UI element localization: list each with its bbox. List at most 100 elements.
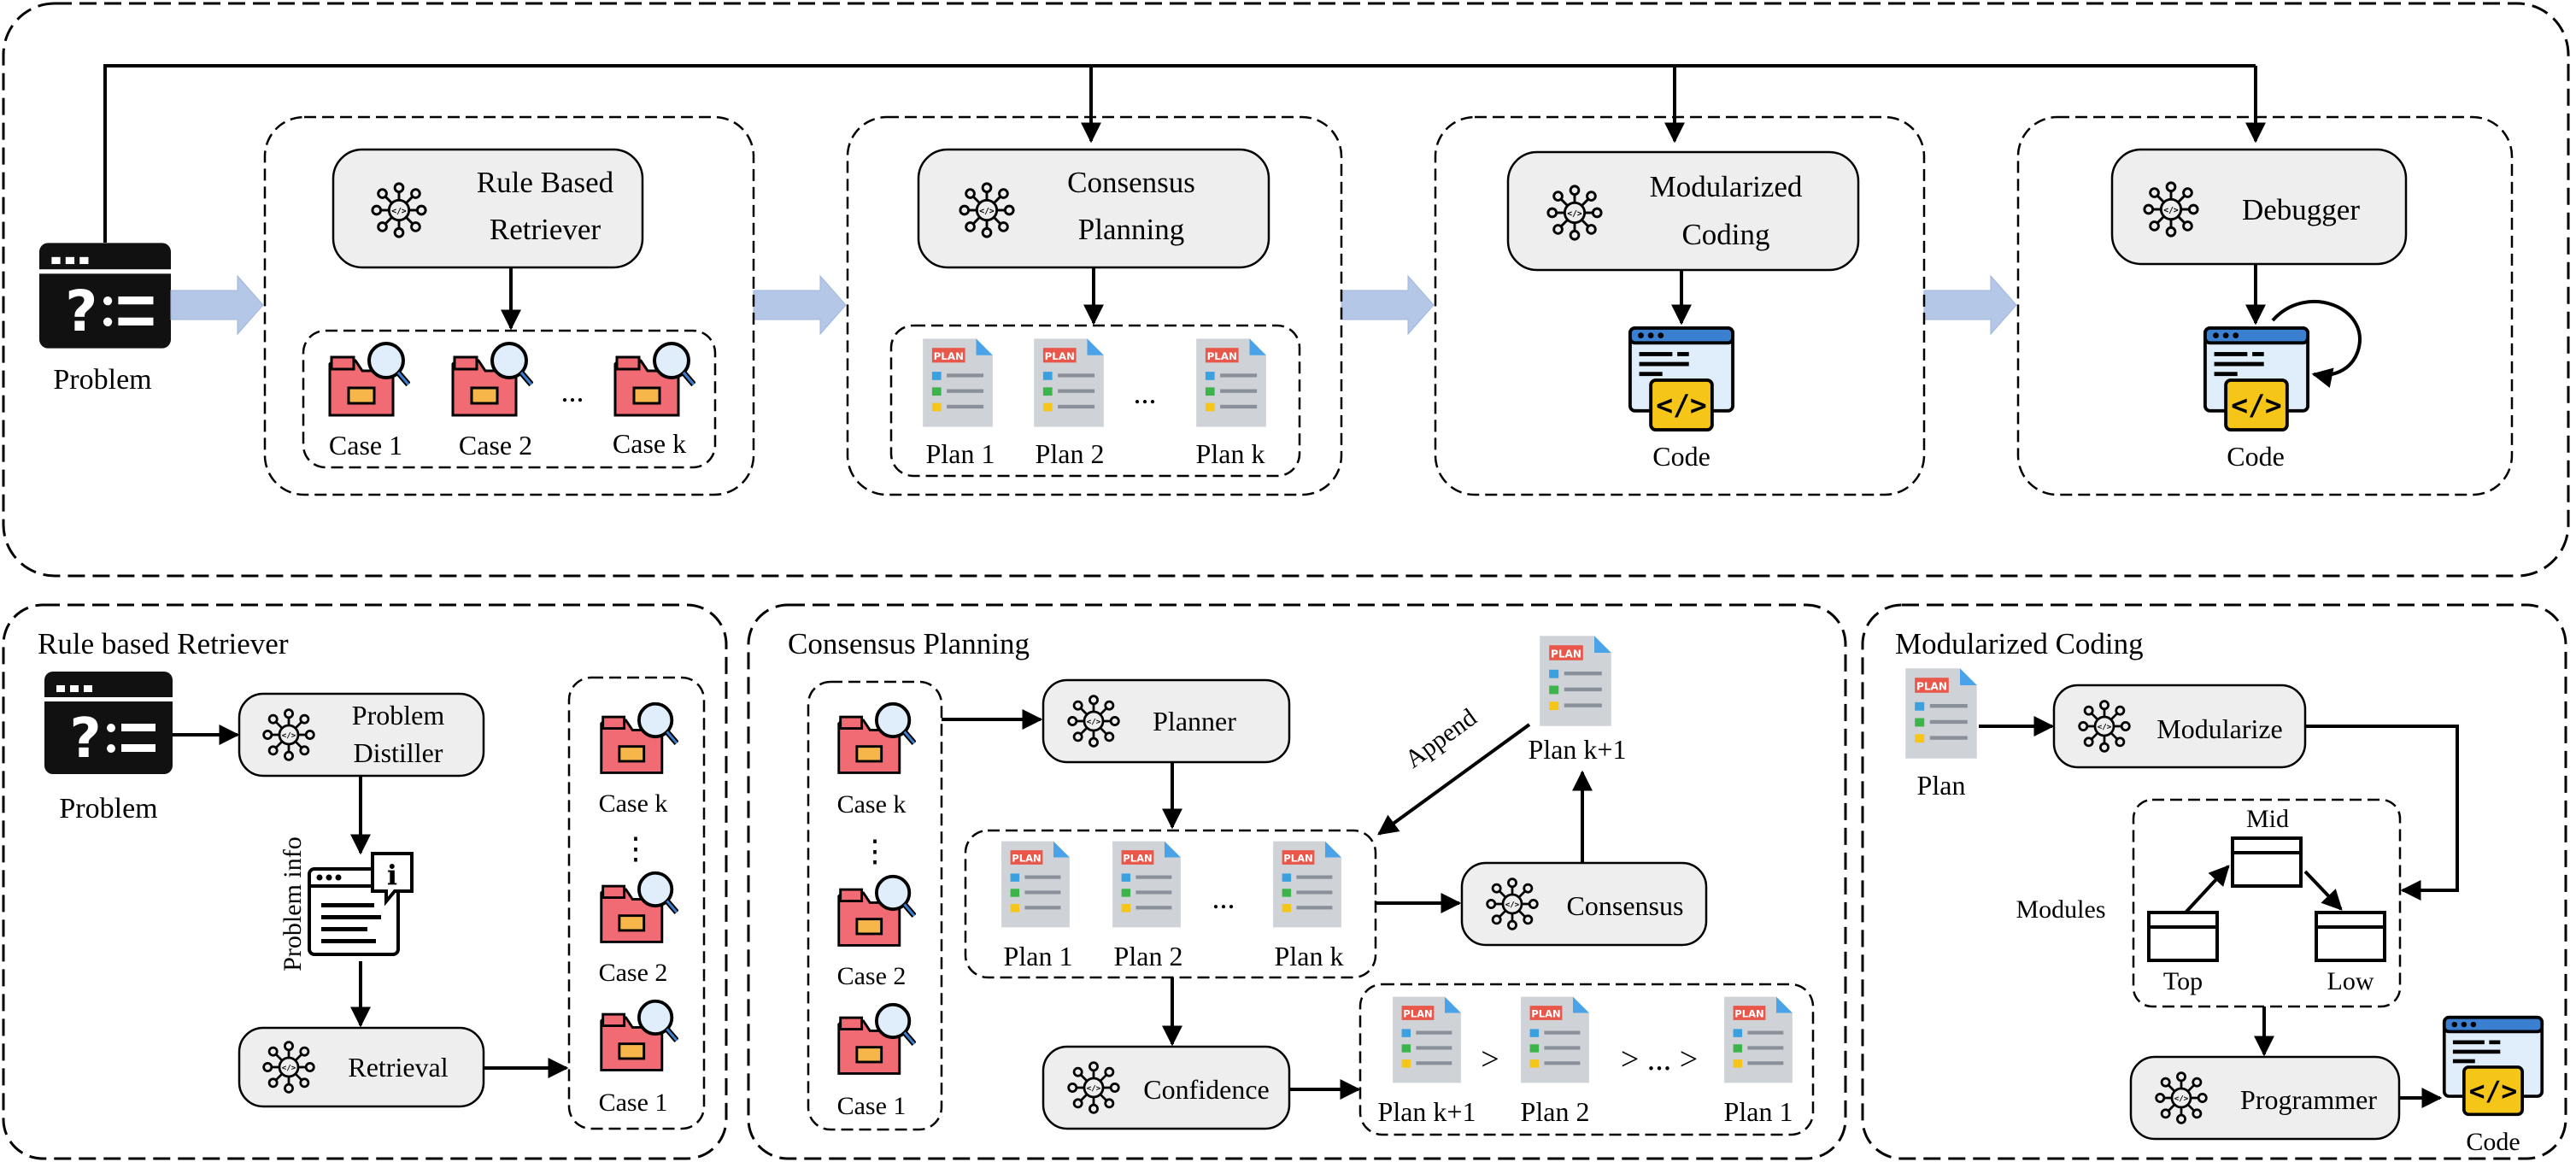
planner-node — [1042, 678, 1291, 764]
flow-arrow-3 — [1341, 274, 1435, 336]
plan-doc-icon — [1724, 996, 1793, 1083]
programmer-title: Programmer — [2240, 1084, 2377, 1115]
vdots: ⋮ — [620, 831, 651, 866]
low-label: Low — [2327, 967, 2374, 995]
debug-code-label: Code — [2227, 441, 2285, 472]
case-label: Case 1 — [329, 430, 402, 461]
coding-title-line1: Modularized — [1650, 170, 1803, 203]
stage-retriever-frame — [263, 115, 755, 496]
case-folder-icon — [839, 704, 914, 773]
code-label: Code — [2466, 1128, 2520, 1156]
problem-icon — [39, 243, 171, 349]
case-folder-icon — [601, 873, 677, 942]
modules-group — [2132, 798, 2402, 1008]
coding-panel-title: Modularized Coding — [1895, 627, 2144, 660]
code-icon — [2442, 1015, 2544, 1117]
ellipsis: ... — [1134, 376, 1157, 410]
append-label: Append — [1399, 703, 1482, 774]
append-arrow — [1377, 723, 1531, 836]
ranked-plan-label: Plan 1 — [1724, 1096, 1793, 1127]
retriever-detail-panel: Rule based Retriever Problem Problem Dis… — [2, 603, 728, 1160]
flow-arrow-4 — [1923, 274, 2017, 336]
planner-title: Planner — [1153, 706, 1236, 737]
modularize-title: Modularize — [2156, 713, 2283, 744]
case-label: Case 1 — [837, 1092, 907, 1120]
planning-title-line2: Planning — [1078, 213, 1184, 246]
problem-icon — [44, 672, 173, 774]
case-folder-icon — [615, 343, 694, 415]
new-plan-label: Plan k+1 — [1529, 734, 1627, 765]
gt-ellipsis-symbol: > ... > — [1621, 1042, 1698, 1077]
retriever-node — [332, 148, 644, 269]
coding-detail-panel: Modularized Coding Plan Modularize Modul… — [1861, 603, 2567, 1160]
planning-title-line1: Consensus — [1067, 166, 1195, 199]
problem-info-label: Problem info — [279, 836, 307, 971]
modularize-to-modules-arrow — [2305, 725, 2459, 901]
ellipsis: ... — [561, 374, 584, 408]
stage-coding: Modularized Coding Code — [1434, 115, 1926, 496]
plan-label: Plan k — [1275, 941, 1344, 971]
plan-doc-icon — [1905, 668, 1977, 759]
stage-retriever: Rule Based Retriever Case 1 Case 2 ... C… — [263, 115, 755, 496]
top-label: Top — [2163, 967, 2203, 995]
plan-doc-icon — [1112, 841, 1181, 928]
plan-label: Plan 1 — [1004, 941, 1073, 971]
debugger-title: Debugger — [2242, 193, 2360, 226]
top-module — [2147, 911, 2219, 962]
case-folder-icon — [330, 343, 408, 415]
ranked-plans-group — [1358, 983, 1815, 1136]
plan-doc-icon — [1273, 841, 1341, 928]
gt-symbol: > — [1481, 1042, 1499, 1077]
low-module — [2315, 911, 2386, 962]
flow-arrow-2 — [753, 274, 847, 336]
case-folder-icon — [601, 704, 677, 773]
consensus-title: Consensus — [1567, 890, 1684, 921]
case-label: Case k — [837, 790, 907, 819]
plan-doc-icon — [1196, 338, 1266, 427]
ellipsis: ... — [1212, 881, 1235, 915]
mid-module — [2231, 836, 2303, 888]
retriever-title-line1: Rule Based — [477, 166, 614, 199]
stage-debugger: Debugger Code — [2016, 115, 2514, 496]
top-to-mid-arrow — [2184, 865, 2230, 914]
code-icon — [1628, 326, 1735, 432]
plan-label: Plan — [1917, 770, 1966, 801]
case-folder-icon — [601, 1001, 677, 1071]
case-label: Case k — [613, 428, 686, 459]
coding-title-line2: Coding — [1681, 218, 1769, 251]
plan-doc-icon — [1393, 996, 1461, 1083]
modules-label: Modules — [2016, 895, 2106, 924]
case-folder-icon — [453, 343, 531, 415]
mid-label: Mid — [2246, 805, 2289, 833]
mid-to-low-arrow — [2303, 870, 2343, 911]
confidence-title: Confidence — [1143, 1074, 1270, 1105]
overview-frame — [2, 2, 2570, 578]
planning-detail-panel: Consensus Planning Case k ⋮ Case 2 Case … — [747, 603, 1847, 1160]
planning-panel-frame — [747, 603, 1847, 1160]
plan-label: Plan 2 — [1114, 941, 1183, 971]
flow-arrow-1 — [170, 274, 264, 336]
case-label: Case 2 — [599, 959, 668, 987]
overview-pipeline: Problem Rule Based Retriever Case 1 Case… — [2, 2, 2570, 578]
plan-label: Plan 2 — [1036, 438, 1105, 469]
vdots: ⋮ — [860, 834, 890, 868]
distiller-title-line2: Distiller — [354, 737, 443, 768]
stage-debugger-frame — [2016, 115, 2514, 496]
retrieved-cases-group — [567, 676, 706, 1130]
input-cases-group — [807, 680, 943, 1131]
retrieval-title: Retrieval — [348, 1052, 448, 1083]
plan-doc-icon — [1540, 636, 1611, 726]
plan-label: Plan 1 — [926, 438, 995, 469]
case-folder-icon — [839, 877, 914, 946]
code-label: Code — [1652, 441, 1710, 472]
distiller-title-line1: Problem — [352, 700, 445, 731]
stage-coding-frame — [1434, 115, 1926, 496]
plan-label: Plan k — [1196, 438, 1265, 469]
ranked-plan-label: Plan k+1 — [1378, 1096, 1476, 1127]
debugger-node — [2110, 148, 2408, 266]
retriever-panel-frame — [2, 603, 728, 1160]
case-label: Case k — [599, 789, 668, 818]
case-label: Case 1 — [599, 1089, 668, 1117]
planning-panel-title: Consensus Planning — [788, 627, 1030, 660]
coding-panel-frame — [1861, 603, 2567, 1160]
